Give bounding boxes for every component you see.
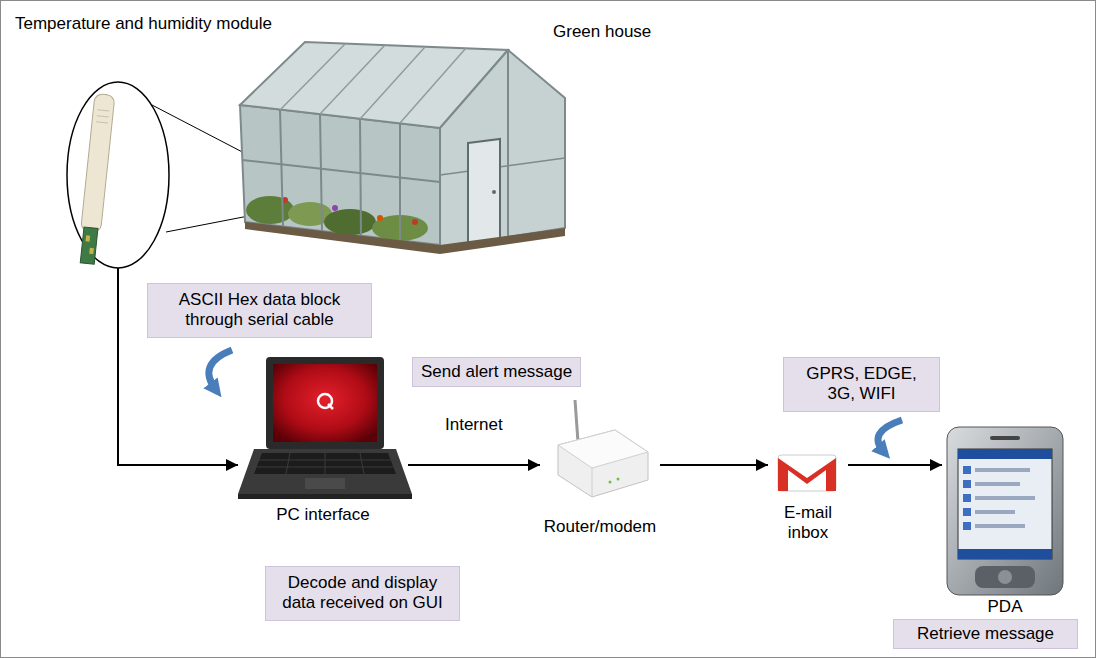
pda-device: PDA (942, 425, 1068, 617)
box-text: GPRS, EDGE, 3G, WIFI (792, 364, 931, 405)
note-box: Send alert message (412, 357, 581, 387)
email-icon (778, 455, 836, 491)
note-box: Retrieve message (893, 619, 1078, 649)
curved-arrow (878, 420, 902, 452)
pc-interface: PC interface (238, 355, 408, 525)
sensor-module: Temperature and humidity module (15, 14, 290, 268)
email-inbox: E-mail inbox (768, 448, 848, 544)
caption-text: PDA (942, 597, 1068, 617)
note-box: ASCII Hex data block through serial cabl… (147, 283, 372, 338)
caption-text: Temperature and humidity module (15, 14, 290, 34)
sensor-probe (77, 93, 115, 264)
curved-arrow (209, 350, 232, 390)
greenhouse: Green house (228, 22, 688, 42)
greenhouse-picture (240, 42, 565, 254)
edge-label: Internet (442, 415, 506, 435)
caption-text: Router/modem (540, 517, 660, 537)
router-picture (558, 400, 648, 497)
box-text: ASCII Hex data block through serial cabl… (156, 290, 363, 331)
connector-arrow (408, 464, 540, 466)
zoom-ellipse (67, 82, 169, 268)
router-modem: Router/modem (540, 392, 660, 537)
note-box: GPRS, EDGE, 3G, WIFI (783, 357, 940, 412)
laptop-picture (238, 357, 412, 499)
caption-text: Green house (553, 22, 688, 42)
connector-arrow (660, 464, 768, 466)
box-text: Decode and display data received on GUI (274, 573, 451, 614)
pda-picture (947, 427, 1063, 595)
caption-text: E-mail inbox (768, 503, 848, 544)
connector-arrow (848, 464, 942, 466)
caption-text: PC interface (238, 505, 408, 525)
box-text: Send alert message (421, 362, 572, 382)
box-text: Retrieve message (902, 624, 1069, 644)
note-box: Decode and display data received on GUI (265, 566, 460, 621)
